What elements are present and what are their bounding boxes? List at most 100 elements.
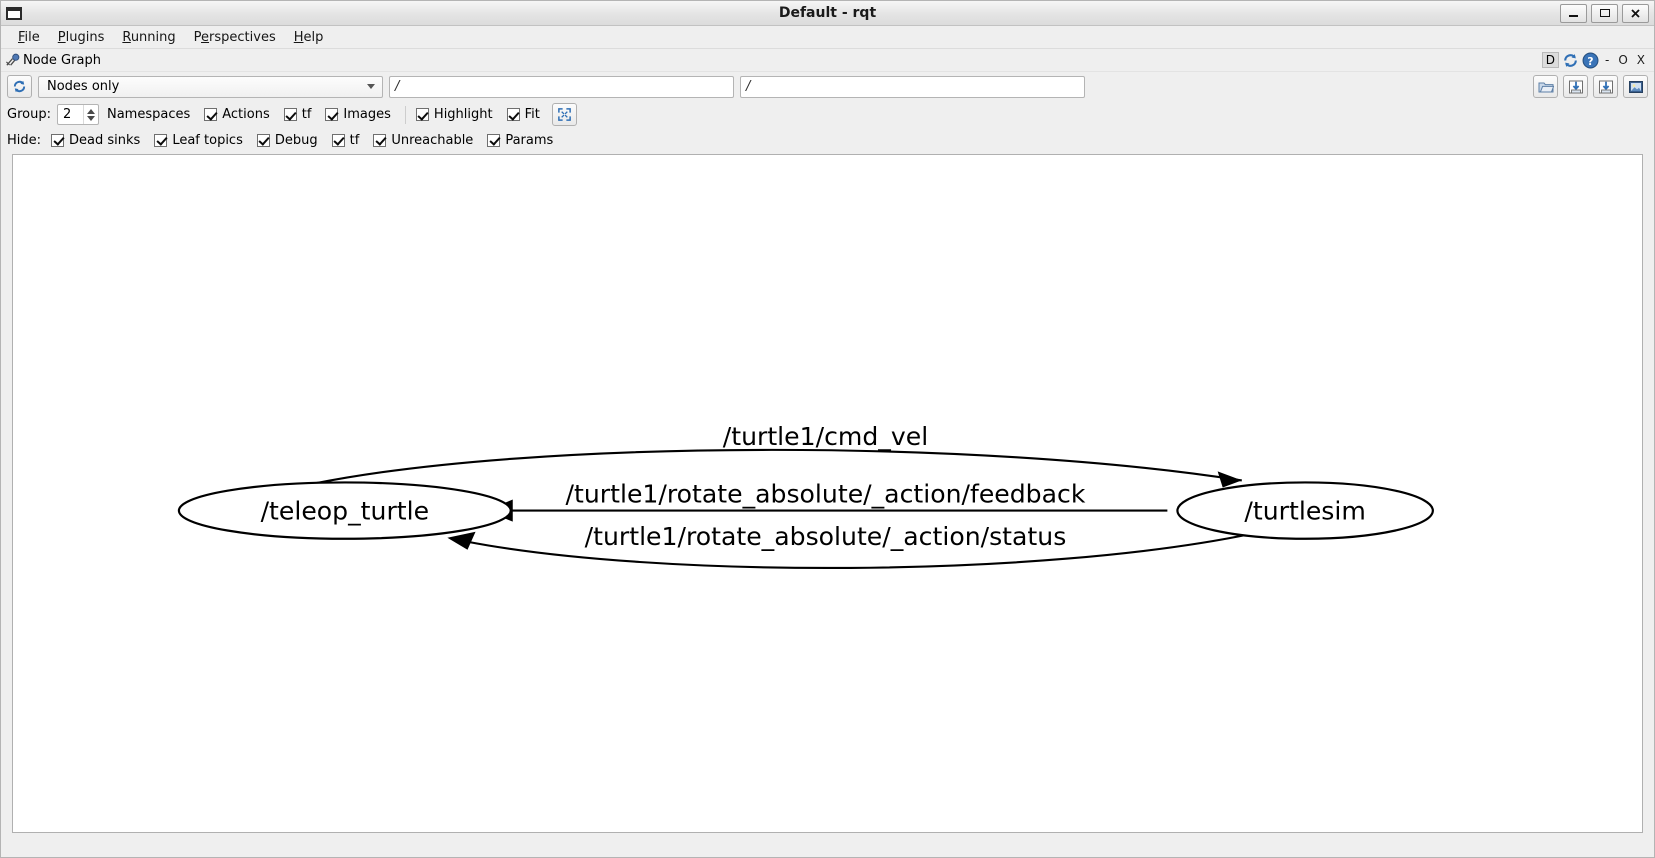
menu-running[interactable]: Running <box>122 29 176 45</box>
graph-toolbar: Nodes only / / <box>1 72 1654 101</box>
chevron-down-icon <box>367 84 375 89</box>
teleop-turtle-ellipse[interactable] <box>177 481 512 540</box>
statusbar <box>1 833 1654 857</box>
hide-tf-label: tf <box>349 132 360 148</box>
dock-title: Node Graph <box>23 52 101 68</box>
hide-debug-checkbox[interactable] <box>256 133 270 147</box>
edge-rotate-feedback[interactable]: /turtle1/rotate_absolute/_action/feedbac… <box>485 480 1168 522</box>
refresh-icon[interactable] <box>1562 52 1579 69</box>
window-icon <box>6 6 22 20</box>
node-graph-dock-titlebar: Node Graph D ? - O X <box>1 49 1654 72</box>
group-spinbox[interactable]: 2 <box>56 104 99 125</box>
checkbox-hide-tf[interactable]: tf <box>331 132 360 148</box>
hide-unreachable-checkbox[interactable] <box>373 133 387 147</box>
fit-label: Fit <box>524 107 540 122</box>
dock-controls: D ? - O X <box>1541 52 1648 69</box>
checkbox-tf[interactable]: tf <box>283 107 311 122</box>
checkbox-images[interactable]: Images <box>325 107 391 122</box>
node-filter-input[interactable]: / <box>740 75 1085 98</box>
save-image-button[interactable] <box>1623 75 1648 98</box>
graph-node-teleop-turtle[interactable]: /teleop_turtle <box>177 481 512 540</box>
window-titlebar: Default - rqt <box>1 1 1654 26</box>
save-dot-button[interactable] <box>1563 75 1588 98</box>
menubar: File Plugins Running Perspectives Help <box>1 26 1654 49</box>
minimize-button[interactable] <box>1560 3 1587 23</box>
namespaces-label[interactable]: Namespaces <box>106 107 191 122</box>
spin-up-icon[interactable] <box>86 108 95 114</box>
turtlesim-ellipse[interactable] <box>1176 481 1434 540</box>
checkbox-hide-dead-sinks[interactable]: Dead sinks <box>51 133 140 148</box>
edge-rotate-status-arrowhead <box>447 531 476 550</box>
fit-in-view-icon <box>558 108 571 121</box>
actions-label: Actions <box>222 107 270 122</box>
close-button[interactable] <box>1622 3 1649 23</box>
edge-rotate-status[interactable]: /turtle1/rotate_absolute/_action/status <box>447 522 1253 570</box>
hide-leaf-topics-label: Leaf topics <box>172 132 243 148</box>
node-graph-canvas[interactable]: /turtle1/cmd_vel /turtle1/rotate_absolut… <box>12 154 1643 833</box>
edge-cmd-vel[interactable]: /turtle1/cmd_vel <box>314 422 1242 488</box>
highlight-checkbox[interactable] <box>415 108 429 121</box>
hide-params-label: Params <box>505 132 554 148</box>
edge-cmd-vel-path <box>314 448 1242 485</box>
actions-checkbox[interactable] <box>204 108 218 121</box>
dock-close-button[interactable]: X <box>1636 53 1645 67</box>
group-label: Group: <box>7 107 51 122</box>
window-controls <box>1560 3 1654 23</box>
toolbar-separator <box>404 105 406 124</box>
checkbox-hide-params[interactable]: Params <box>487 133 553 148</box>
checkbox-hide-unreachable[interactable]: Unreachable <box>373 133 473 148</box>
svg-text:?: ? <box>1587 54 1593 67</box>
spinbox-arrows[interactable] <box>82 105 98 124</box>
close-icon <box>1631 8 1640 18</box>
highlight-label: Highlight <box>433 107 493 122</box>
edge-rotate-feedback-label: /turtle1/rotate_absolute/_action/feedbac… <box>566 480 1086 509</box>
graph-node-turtlesim[interactable]: /turtlesim <box>1176 481 1434 540</box>
tf-checkbox[interactable] <box>283 108 297 121</box>
hide-tf-checkbox[interactable] <box>331 133 345 147</box>
turtlesim-label: /turtlesim <box>1244 497 1365 526</box>
save-image-icon <box>1628 80 1643 93</box>
refresh-icon <box>13 80 26 93</box>
load-dot-button[interactable] <box>1533 75 1558 98</box>
save-svg-button[interactable] <box>1593 75 1618 98</box>
images-label: Images <box>343 107 391 122</box>
help-icon[interactable]: ? <box>1582 52 1599 69</box>
dock-undock-button[interactable]: O <box>1618 53 1628 67</box>
hide-dead-sinks-checkbox[interactable] <box>51 133 65 147</box>
save-svg-icon <box>1598 80 1613 93</box>
spin-down-icon[interactable] <box>86 115 95 121</box>
fit-checkbox[interactable] <box>506 108 520 121</box>
graph-type-combobox[interactable]: Nodes only <box>38 75 383 98</box>
menu-file[interactable]: File <box>18 29 40 45</box>
teleop-turtle-label: /teleop_turtle <box>261 497 430 526</box>
dock-badge[interactable]: D <box>1541 52 1559 68</box>
checkbox-highlight[interactable]: Highlight <box>415 107 493 122</box>
node-graph-svg[interactable]: /turtle1/cmd_vel /turtle1/rotate_absolut… <box>13 155 1642 832</box>
dock-float-button[interactable]: - <box>1604 53 1610 67</box>
hide-debug-label: Debug <box>274 132 318 148</box>
graph-export-buttons <box>1533 75 1648 98</box>
menu-help[interactable]: Help <box>293 29 324 45</box>
checkbox-fit[interactable]: Fit <box>506 107 540 122</box>
menu-plugins[interactable]: Plugins <box>57 29 105 45</box>
graph-options-row: Group: 2 Namespaces Actions tf Images Hi… <box>1 101 1654 128</box>
edge-cmd-vel-arrowhead <box>1217 471 1242 488</box>
checkbox-actions[interactable]: Actions <box>204 107 270 122</box>
images-checkbox[interactable] <box>325 108 339 121</box>
hide-params-checkbox[interactable] <box>487 133 501 147</box>
topic-filter-input[interactable]: / <box>389 75 734 98</box>
checkbox-hide-debug[interactable]: Debug <box>256 132 318 148</box>
maximize-button[interactable] <box>1591 3 1618 23</box>
folder-open-icon <box>1538 82 1554 92</box>
fit-in-view-button[interactable] <box>551 103 577 126</box>
save-dot-icon <box>1568 80 1583 93</box>
hide-leaf-topics-checkbox[interactable] <box>154 133 168 147</box>
refresh-graph-button[interactable] <box>7 75 32 98</box>
menu-perspectives[interactable]: Perspectives <box>193 29 276 45</box>
hide-unreachable-label: Unreachable <box>391 132 474 148</box>
hide-label: Hide: <box>7 132 42 148</box>
checkbox-hide-leaf-topics[interactable]: Leaf topics <box>154 133 243 148</box>
window-title: Default - rqt <box>778 5 877 21</box>
node-graph-plugin-icon <box>6 53 20 66</box>
